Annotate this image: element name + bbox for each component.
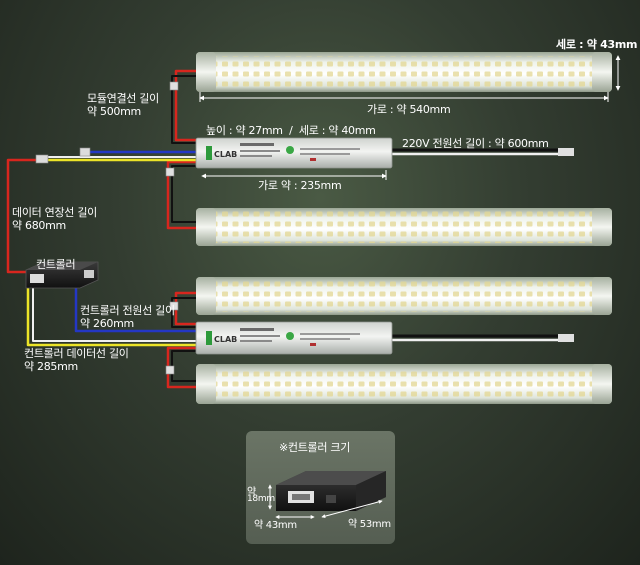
wire-tube2-black: [171, 165, 200, 223]
wire-tube1-black: [171, 75, 200, 144]
tube-width-label: 가로 : 약 540mm: [367, 103, 451, 116]
inset-height-label-a: 약: [247, 487, 256, 498]
wire-data-ext-red: [6, 158, 38, 274]
led-tube-1: [196, 52, 612, 92]
led-tube-2: [196, 208, 612, 246]
driver-width-label: 가로 약 : 235mm: [258, 179, 342, 192]
inset-dimension-lines: [268, 484, 383, 519]
power-driver-2: CLAB: [195, 321, 393, 355]
controller-box: [25, 261, 99, 289]
wire-tube2-red: [166, 160, 200, 230]
inset-depth-label: 약 53mm: [348, 519, 391, 530]
controller-label: 컨트롤러: [36, 258, 76, 271]
inset-height-label-b: 18mm: [247, 494, 275, 504]
data-ext-cable-label: 데이터 연장선 길이 약 680mm: [12, 206, 97, 232]
controller-size-inset: ※컨트롤러 크기 약 18mm 약 43mm 약 53mm: [246, 431, 395, 544]
wire-tube1-red: [174, 69, 200, 142]
connector-tube2: [165, 167, 175, 177]
inset-controller-drawing: [268, 471, 386, 519]
led-tube-3: [196, 277, 612, 315]
power-cable-label: 220V 전원선 길이 : 약 600mm: [402, 137, 549, 150]
power-driver-1: CLAB: [195, 137, 393, 169]
tube-height-label: 세로 : 약 43mm: [556, 38, 638, 51]
plug-power1: [558, 148, 574, 156]
connector-data-ext: [35, 154, 49, 164]
wire-tube4-black: [171, 350, 200, 382]
driver2-brand: CLAB: [214, 335, 237, 344]
wire-tube3-black: [171, 297, 200, 328]
connector-tube1: [169, 81, 179, 91]
wire-ctrl-data-yellow: [26, 285, 196, 347]
driver1-brand: CLAB: [214, 150, 237, 159]
dimension-lines: [199, 55, 621, 180]
inset-width-label: 약 43mm: [254, 520, 297, 531]
connector-ctrl-input: [79, 147, 91, 157]
ctrl-power-cable-label: 컨트롤러 전원선 길이 약 260mm: [80, 304, 175, 330]
plug-power2: [558, 334, 574, 342]
connectors: [35, 81, 574, 375]
connector-tube4: [165, 365, 175, 375]
inset-title: ※컨트롤러 크기: [279, 441, 351, 454]
wire-ctrl-data-white: [32, 285, 196, 342]
inset-controller-box: [276, 471, 386, 511]
module-cable-label: 모듈연결선 길이 약 500mm: [87, 92, 159, 118]
ctrl-data-cable-label: 컨트롤러 데이터선 길이 약 285mm: [24, 347, 129, 373]
connector-tube3: [169, 301, 179, 311]
driver-size-label: 높이 : 약 27mm / 세로 : 약 40mm: [206, 124, 376, 137]
led-tube-4: [196, 364, 612, 404]
